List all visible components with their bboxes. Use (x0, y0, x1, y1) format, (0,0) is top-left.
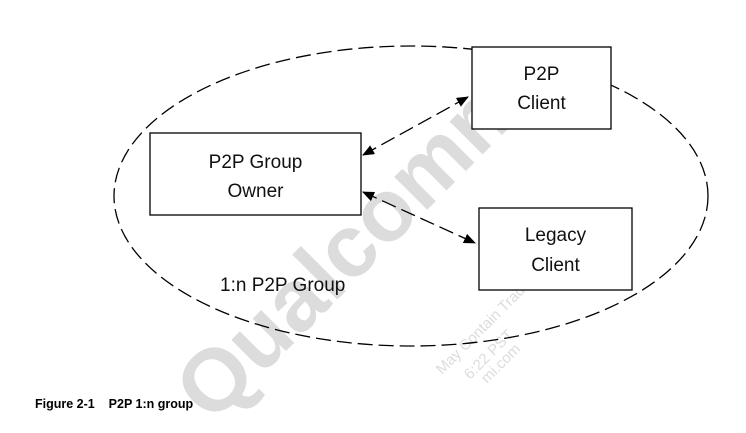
figure-caption: Figure 2-1 P2P 1:n group (35, 397, 193, 411)
node-p2p-client: P2P Client (471, 46, 612, 130)
node-legacy-client-line-2: Client (531, 255, 580, 276)
group-label: 1:n P2P Group (220, 275, 345, 296)
node-p2p-group-owner: P2P Group Owner (149, 132, 362, 216)
node-p2p-group-owner-line-1: P2P Group (209, 152, 303, 173)
figure-number: Figure 2-1 (35, 397, 95, 411)
figure-title: P2P 1:n group (108, 397, 194, 411)
caption-gap (95, 397, 109, 411)
node-p2p-client-box (471, 46, 612, 130)
node-p2p-group-owner-box (149, 132, 362, 216)
node-p2p-group-owner-line-2: Owner (228, 181, 285, 202)
node-p2p-client-line-2: Client (517, 93, 566, 114)
node-p2p-client-line-1: P2P (524, 64, 560, 85)
node-legacy-client-line-1: Legacy (525, 225, 587, 246)
group-boundary-ellipse (113, 45, 709, 347)
node-legacy-client-box (478, 207, 633, 291)
node-legacy-client: Legacy Client (478, 207, 633, 291)
